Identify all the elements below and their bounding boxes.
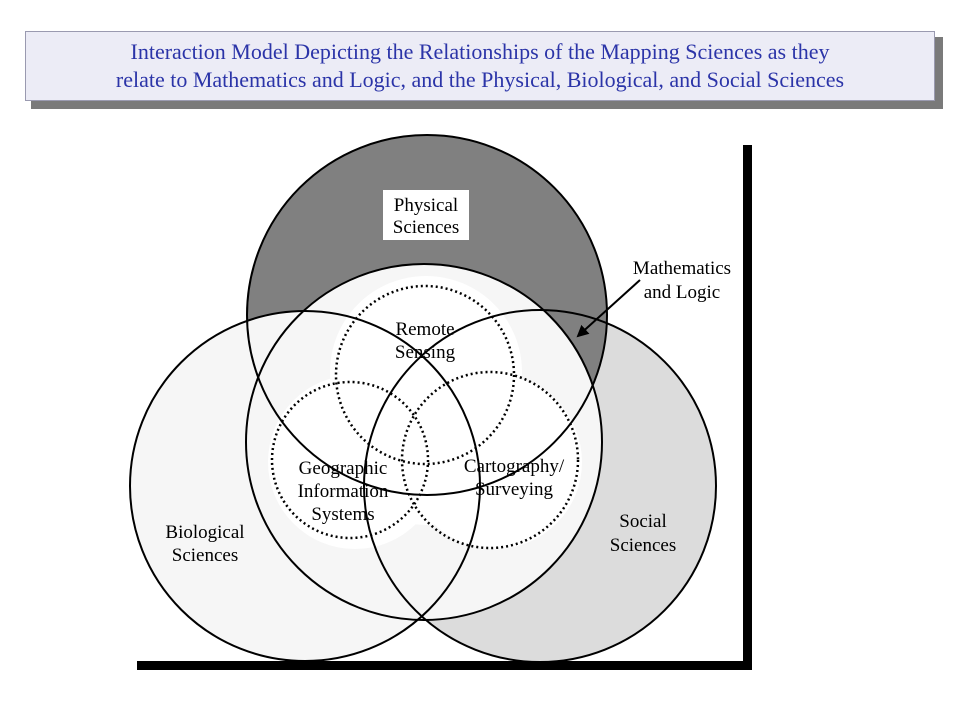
- circle-outlines: [129, 134, 717, 663]
- social-label-2: Sciences: [610, 535, 676, 556]
- social-label-1: Social: [619, 511, 667, 532]
- gis-circle: [270, 380, 430, 540]
- remote-label-1: Remote: [395, 319, 454, 340]
- inner-dotted-circles: [270, 284, 580, 550]
- mapping-sciences-core: [268, 276, 582, 549]
- physical-sciences-label-box: [383, 190, 469, 240]
- carto-label-1: Cartography/: [464, 456, 565, 477]
- biological-label-2: Sciences: [172, 545, 238, 566]
- remote-label-2: Sensing: [395, 342, 456, 363]
- title-line-2: relate to Mathematics and Logic, and the…: [115, 67, 845, 92]
- frame-bottom-bar: [137, 661, 752, 670]
- title-banner: Interaction Model Depicting the Relation…: [25, 31, 935, 101]
- frame-right-bar: [743, 145, 752, 670]
- gis-label-1: Geographic: [299, 458, 388, 479]
- physical-label-2: Sciences: [393, 217, 459, 238]
- math-arrow: [576, 279, 641, 338]
- carto-label-2: Surveying: [475, 479, 554, 500]
- cartography-circle: [400, 370, 580, 550]
- biological-label-1: Biological: [165, 522, 244, 543]
- math-label-2: and Logic: [644, 282, 721, 303]
- math-label-1: Mathematics: [633, 258, 731, 279]
- title-line-1: Interaction Model Depicting the Relation…: [130, 39, 830, 64]
- gis-label-3: Systems: [311, 504, 374, 525]
- gis-label-2: Information: [298, 481, 389, 502]
- remote-sensing-circle: [334, 284, 516, 466]
- physical-label-1: Physical: [394, 195, 458, 216]
